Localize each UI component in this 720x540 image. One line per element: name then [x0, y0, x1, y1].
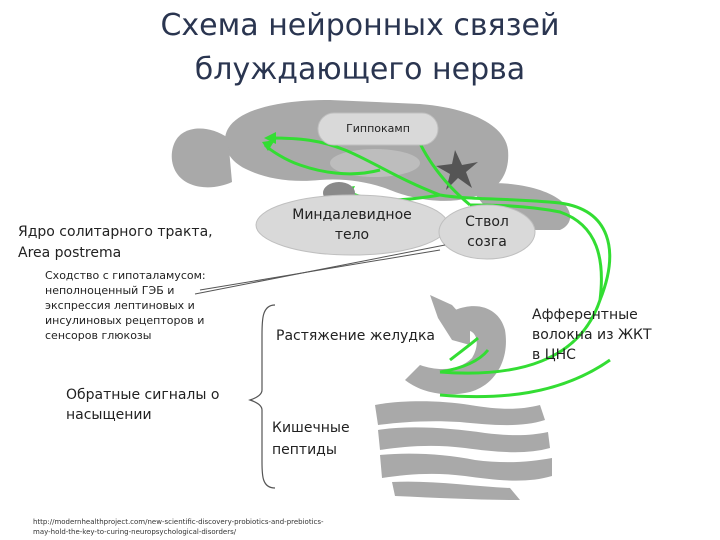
fiber-intestine — [439, 358, 611, 399]
feedback-label-line-1: Обратные сигналы о — [66, 387, 220, 403]
nucleus-label-line-1: Ядро солитарного тракта, — [18, 224, 213, 240]
amygdala-label-line-2: тело — [334, 227, 370, 243]
amygdala-label-line-1: Миндалевидное — [292, 207, 412, 223]
title-line-2: блуждающего нерва — [194, 52, 526, 87]
hippocampus-label: Гиппокамп — [346, 122, 410, 135]
fiber-stomach-b — [449, 336, 479, 362]
line-similarity-to-brainstem — [199, 249, 441, 291]
similarity-line-1: Сходство с гипоталамусом: — [45, 269, 206, 282]
brainstem-label-line-2: созга — [467, 234, 507, 250]
fiber-to-cortex — [263, 143, 381, 176]
fiber-main — [439, 193, 612, 375]
afferent-label-line-1: Афферентные — [532, 307, 638, 323]
similarity-line-4: инсулиновых рецепторов и — [45, 314, 205, 327]
similarity-line-3: экспрессия лептиновых и — [45, 299, 195, 312]
brainstem-bubble — [438, 204, 536, 260]
esophagus-shape — [430, 295, 470, 345]
source-url-line-2: may-hold-the-key-to-curing-neuropsycholo… — [33, 528, 237, 536]
feedback-label-line-2: насыщении — [66, 407, 152, 423]
stomach-stretch-label: Растяжение желудка — [276, 328, 436, 344]
title-line-1: Схема нейронных связей — [160, 8, 560, 43]
intestine-lower — [380, 453, 552, 481]
fiber-to-hippocampus — [269, 136, 441, 197]
gut-peptides-label-line-1: Кишечные — [272, 420, 350, 436]
afferent-label-line-3: в ЦНС — [532, 347, 576, 363]
label-bubbles — [255, 112, 536, 260]
afferent-label-line-2: волокна из ЖКТ — [532, 327, 652, 343]
fiber-stomach-a — [439, 349, 490, 374]
dark-star-shape — [436, 150, 478, 190]
intestine-upper — [375, 401, 545, 426]
connector-lines — [194, 244, 446, 489]
similarity-line-5: сенсоров глюкозы — [45, 329, 152, 342]
source-url-line-1: http://modernhealthproject.com/new-scien… — [33, 518, 324, 526]
cerebellum-shape — [171, 128, 232, 188]
similarity-line-2: неполноценный ГЭБ и — [45, 284, 175, 297]
hippocampus-bubble — [317, 112, 439, 146]
feedback-bracket — [248, 304, 276, 489]
intestine-bottom — [392, 481, 520, 500]
brainstem-label-line-1: Ствол — [465, 214, 509, 230]
nucleus-label-line-2: Area postrema — [18, 245, 122, 261]
intestine-middle — [378, 427, 550, 453]
gut-peptides-label-line-2: пептиды — [272, 442, 337, 458]
arrowhead-cortex — [262, 140, 275, 151]
